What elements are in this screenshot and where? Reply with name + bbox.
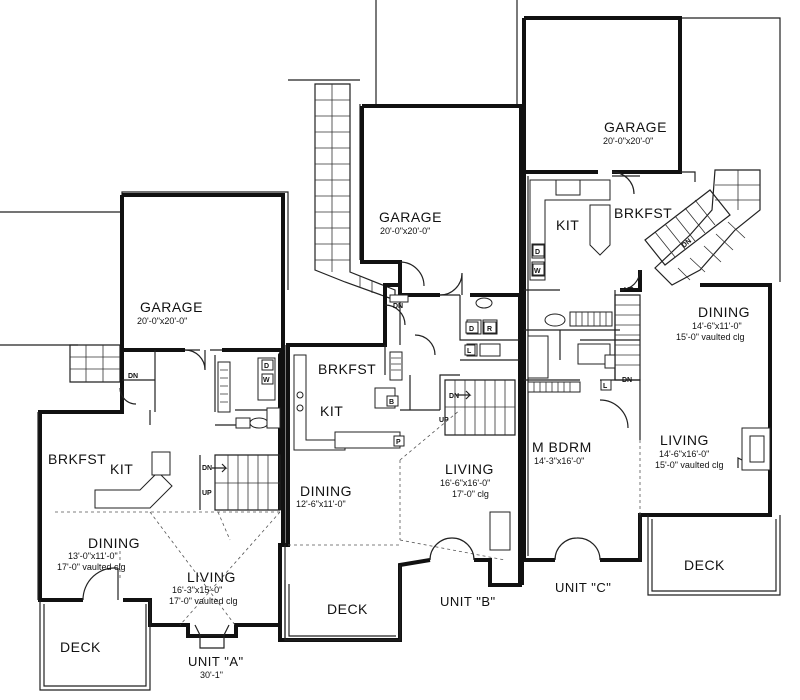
unit-a-garage-walls <box>120 193 285 352</box>
unit-a-dn-label-2: DN <box>202 465 212 472</box>
walkway-a <box>69 344 121 383</box>
unit-a-brkfst-label: BRKFST <box>48 451 106 467</box>
fixture-mark-r: R <box>487 326 492 333</box>
unit-b-brkfst-label: BRKFST <box>318 361 376 377</box>
unit-b-deck <box>284 570 401 641</box>
unit-a-up-label: UP <box>202 490 212 497</box>
unit-b-garage-dim: 20'-0"x20'-0" <box>380 226 430 236</box>
unit-a-dining-dim: 13'-0"x11'-0" <box>68 551 118 561</box>
unit-b-dining-dim: 12'-6"x11'-0" <box>296 499 346 509</box>
walkway-b <box>314 83 396 301</box>
unit-a-deck-label: DECK <box>60 639 101 655</box>
unit-a-garage-dim: 20'-0"x20'-0" <box>137 316 187 326</box>
unit-b-label: UNIT "B" <box>440 594 496 609</box>
unit-a-garage-label: GARAGE <box>140 299 203 315</box>
fixture-mark-l-c: L <box>603 383 608 390</box>
unit-a-dining-clg: 17'-0" vaulted clg <box>57 562 125 572</box>
fixture-mark-p: P <box>396 439 401 446</box>
unit-a-living-dim: 16'-3"x15'-0" <box>172 585 222 595</box>
fixture-mark-w-c: W <box>534 268 541 275</box>
unit-c-dining-clg: 15'-0" vaulted clg <box>676 332 744 342</box>
unit-c-brkfst-label: BRKFST <box>614 205 672 221</box>
unit-c-garage-dim: 20'-0"x20'-0" <box>603 136 653 146</box>
unit-c-garage-walls <box>522 16 682 174</box>
unit-c-bdrm-label: M BDRM <box>532 439 592 455</box>
unit-b-garage-label: GARAGE <box>379 209 442 225</box>
walkway-c <box>654 169 761 286</box>
unit-c-dn-label-2: DN <box>622 377 632 384</box>
fixture-mark-d-b: D <box>469 326 474 333</box>
fixture-mark-w-a: W <box>263 377 270 384</box>
fixture-mark-d-c: D <box>535 249 540 256</box>
unit-a-dn-label-1: DN <box>128 373 138 380</box>
unit-a <box>37 193 285 691</box>
unit-b-dn-label-1: DN <box>393 303 403 310</box>
unit-c-living-clg: 15'-0" vaulted clg <box>655 460 723 470</box>
unit-a-width: 30'-1" <box>200 670 223 680</box>
unit-b-deck-label: DECK <box>327 601 368 617</box>
fixture-mark-b: B <box>389 399 394 406</box>
unit-c-up-label: UP <box>624 287 634 294</box>
unit-a-deck <box>39 600 151 691</box>
unit-c <box>522 16 781 596</box>
unit-b-kit-label: KIT <box>320 403 343 419</box>
unit-b-garage-walls <box>360 104 523 297</box>
unit-b-dn-label-2: DN <box>449 393 459 400</box>
unit-b-living-dim: 16'-6"x16'-0" <box>440 478 490 488</box>
unit-a-living-label: LIVING <box>187 569 236 585</box>
fixture-mark-l-b: L <box>467 348 472 355</box>
unit-c-dining-label: DINING <box>698 304 750 320</box>
unit-a-living-clg: 17'-0" vaulted clg <box>169 596 237 606</box>
unit-a-kitchen-island <box>94 471 173 509</box>
unit-b <box>278 104 523 642</box>
unit-c-label: UNIT "C" <box>555 580 611 595</box>
unit-c-living-dim: 14'-6"x16'-0" <box>659 449 709 459</box>
fixture-mark-d-a: D <box>264 363 269 370</box>
unit-b-living-label: LIVING <box>445 461 494 477</box>
unit-b-dining-label: DINING <box>300 483 352 499</box>
unit-c-deck <box>647 515 781 596</box>
unit-b-fireplace <box>489 511 511 551</box>
unit-c-living-label: LIVING <box>660 432 709 448</box>
unit-a-label: UNIT "A" <box>188 654 244 669</box>
unit-b-living-clg: 17'-0" clg <box>452 489 489 499</box>
unit-a-kit-label: KIT <box>110 461 133 477</box>
unit-c-garage-label: GARAGE <box>604 119 667 135</box>
unit-a-dining-label: DINING <box>88 535 140 551</box>
unit-c-dining-dim: 14'-6"x11'-0" <box>692 321 742 331</box>
unit-c-bdrm-dim: 14'-3"x16'-0" <box>534 456 584 466</box>
unit-c-dn-label-1: DN <box>681 238 693 250</box>
unit-c-kit-label: KIT <box>556 217 579 233</box>
fixture-marks: D W B P D R L D W L <box>261 244 612 447</box>
unit-b-up-label: UP <box>439 417 449 424</box>
unit-c-deck-label: DECK <box>684 557 725 573</box>
